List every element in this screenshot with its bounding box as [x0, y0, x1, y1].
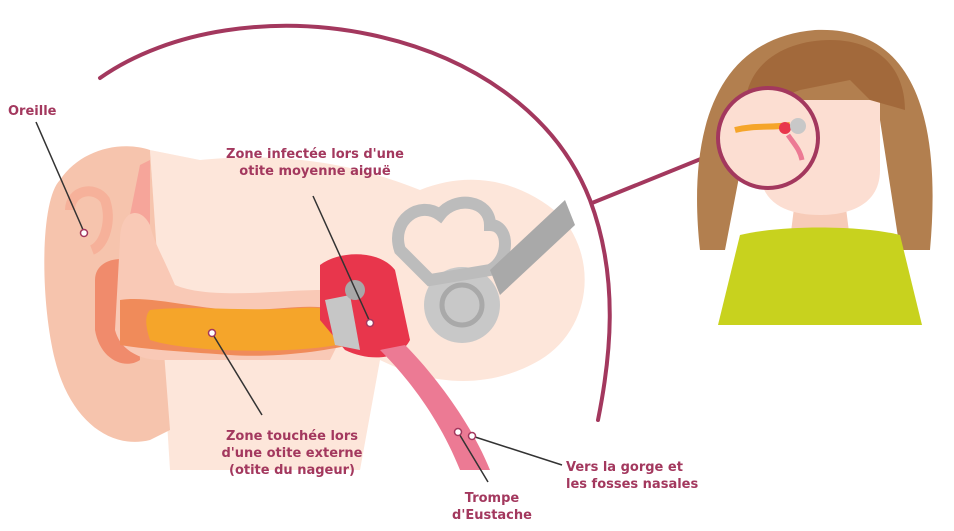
label-oreille: Oreille	[8, 103, 56, 120]
shirt	[718, 228, 922, 326]
mini-infection	[779, 122, 791, 134]
label-gorge-line2: les fosses nasales	[566, 476, 698, 493]
mini-cochlea	[790, 118, 806, 134]
label-zone-externe-line1: Zone touchée lors	[212, 428, 372, 445]
label-zone-moyenne: Zone infectée lors d'une otite moyenne a…	[200, 146, 430, 180]
label-zone-externe: Zone touchée lors d'une otite externe (o…	[212, 428, 372, 479]
dot-gorge	[469, 433, 476, 440]
dot-canal	[209, 330, 216, 337]
label-zone-moyenne-line2: otite moyenne aiguë	[200, 163, 430, 180]
dot-middle-ear	[367, 320, 374, 327]
label-trompe-line1: Trompe	[442, 490, 542, 507]
label-gorge: Vers la gorge et les fosses nasales	[566, 459, 698, 493]
label-zone-externe-line2: d'une otite externe	[212, 445, 372, 462]
label-gorge-line1: Vers la gorge et	[566, 459, 698, 476]
magnifier-lens	[718, 88, 818, 188]
label-trompe-line2: d'Eustache	[442, 507, 542, 524]
label-oreille-text: Oreille	[8, 103, 56, 120]
label-zone-externe-line3: (otite du nageur)	[212, 462, 372, 479]
external-otitis-zone	[146, 308, 350, 351]
dot-oreille	[81, 230, 88, 237]
girl-illustration	[697, 30, 933, 325]
label-trompe: Trompe d'Eustache	[442, 490, 542, 524]
dot-trompe	[455, 429, 462, 436]
label-zone-moyenne-line1: Zone infectée lors d'une	[200, 146, 430, 163]
